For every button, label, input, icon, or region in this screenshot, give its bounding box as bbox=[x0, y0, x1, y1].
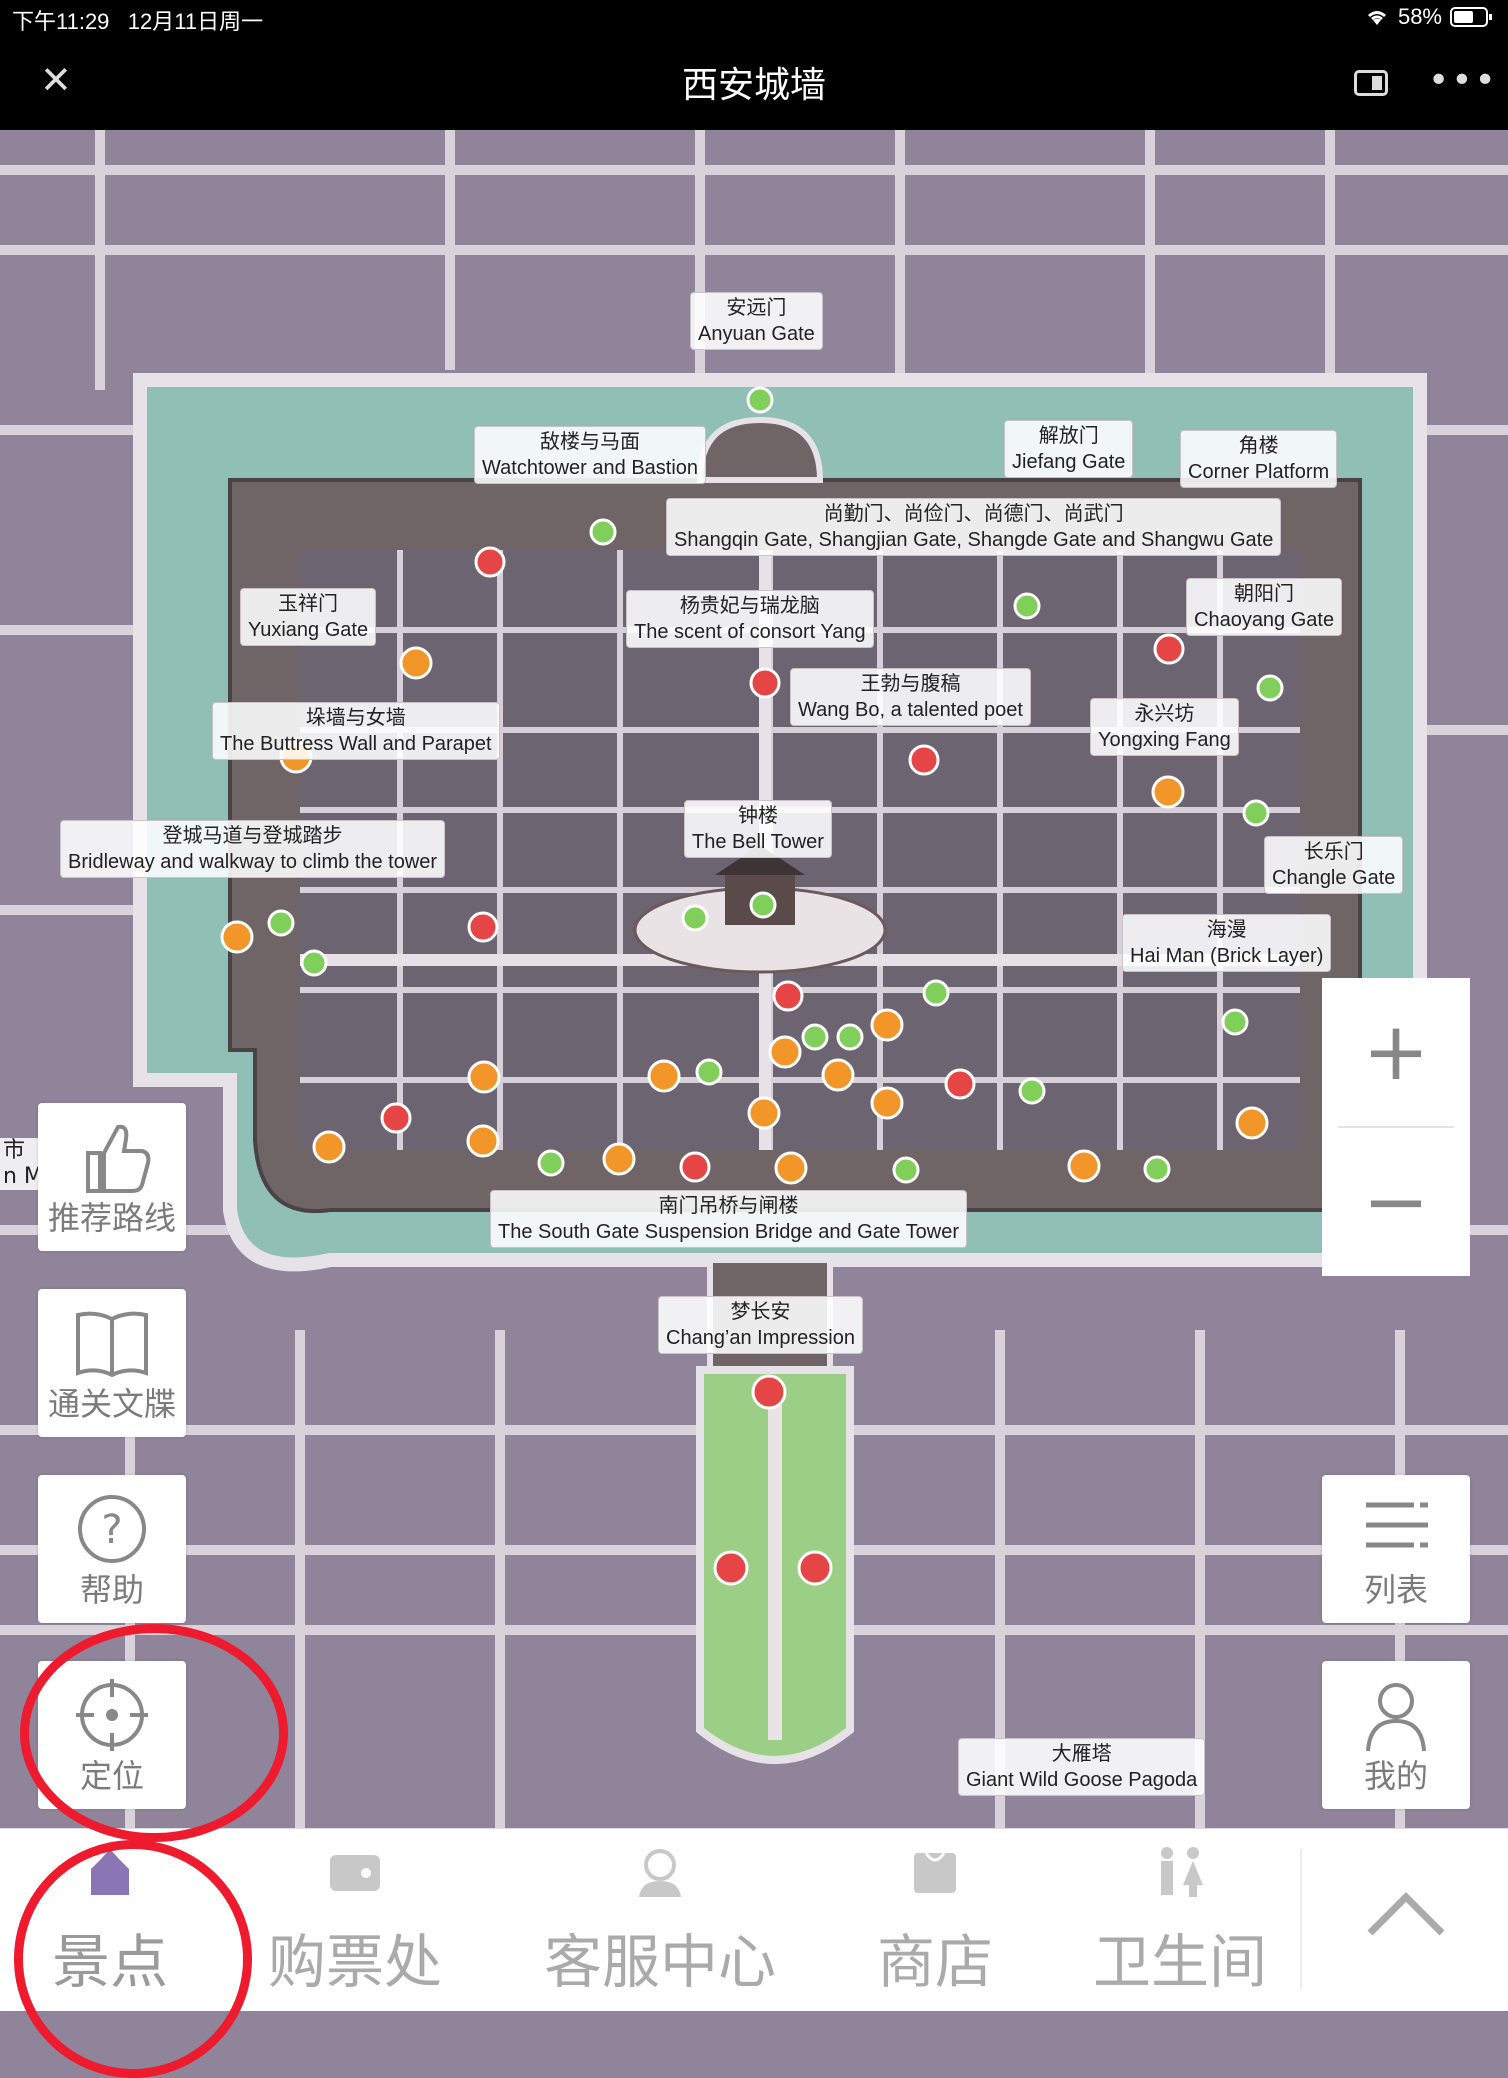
recommended-route-button[interactable]: 推荐路线 bbox=[38, 1103, 186, 1251]
list-label: 列表 bbox=[1363, 1571, 1428, 1609]
status-time: 下午11:29 bbox=[12, 9, 110, 34]
zoom-control: + − bbox=[1322, 978, 1470, 1276]
bottom-tab-bar: 景点 购票处 客服中心 商店 卫生间 bbox=[0, 1828, 1508, 2011]
zoom-divider bbox=[1338, 1126, 1454, 1128]
restroom-icon bbox=[1161, 1847, 1203, 1897]
status-bar: 下午11:29 12月11日周一 58% bbox=[0, 0, 1508, 34]
page-title: 西安城墙 bbox=[681, 65, 826, 106]
chevron-up-icon[interactable] bbox=[1364, 1889, 1448, 1939]
help-label: 帮助 bbox=[79, 1571, 144, 1609]
help-button[interactable]: ? 帮助 bbox=[38, 1475, 186, 1623]
zoom-out-button[interactable]: − bbox=[1362, 1155, 1430, 1248]
battery-percent: 58% bbox=[1397, 4, 1442, 29]
locate-label: 定位 bbox=[79, 1757, 144, 1795]
tab-ticket-office-label: 购票处 bbox=[267, 1928, 442, 1996]
tab-shop[interactable]: 商店 bbox=[850, 1829, 1020, 2011]
zoom-in-button[interactable]: + bbox=[1362, 1005, 1430, 1098]
more-icon[interactable]: ••• bbox=[1428, 60, 1498, 101]
battery-icon bbox=[1450, 7, 1492, 27]
passport-label: 通关文牒 bbox=[47, 1385, 176, 1423]
locate-icon bbox=[76, 1679, 148, 1751]
service-icon bbox=[639, 1849, 681, 1897]
tab-restroom-label: 卫生间 bbox=[1092, 1928, 1267, 1996]
tab-service-center[interactable]: 客服中心 bbox=[520, 1829, 800, 2011]
attraction-icon bbox=[91, 1849, 129, 1895]
tab-attractions[interactable]: 景点 bbox=[0, 1829, 220, 2011]
recommended-route-label: 推荐路线 bbox=[47, 1199, 176, 1237]
list-button[interactable]: 列表 bbox=[1322, 1475, 1470, 1623]
tab-service-center-label: 客服中心 bbox=[543, 1928, 776, 1996]
nav-bar: ✕ 西安城墙 ••• bbox=[0, 34, 1508, 130]
tab-restroom[interactable]: 卫生间 bbox=[1070, 1829, 1290, 2011]
passport-button[interactable]: 通关文牒 bbox=[38, 1289, 186, 1437]
close-icon[interactable]: ✕ bbox=[40, 58, 72, 102]
floating-window-icon[interactable] bbox=[1354, 70, 1388, 96]
locate-button[interactable]: 定位 bbox=[38, 1661, 186, 1809]
shop-icon bbox=[914, 1852, 956, 1893]
tab-ticket-office[interactable]: 购票处 bbox=[240, 1829, 470, 2011]
separator bbox=[1300, 1849, 1302, 1989]
status-date: 12月11日周一 bbox=[127, 9, 264, 34]
book-icon bbox=[76, 1311, 148, 1378]
ticket-icon bbox=[330, 1855, 380, 1891]
user-icon bbox=[1366, 1683, 1426, 1752]
map-illustration[interactable] bbox=[0, 130, 1508, 1828]
tab-attractions-label: 景点 bbox=[51, 1928, 168, 1996]
status-right: 58% bbox=[1364, 4, 1494, 30]
question-icon: ? bbox=[78, 1495, 146, 1563]
wifi-icon bbox=[1367, 11, 1386, 25]
mine-label: 我的 bbox=[1363, 1757, 1428, 1795]
list-icon bbox=[1366, 1502, 1428, 1548]
tab-shop-label: 商店 bbox=[876, 1928, 993, 1996]
status-time-date: 下午11:29 12月11日周一 bbox=[12, 4, 263, 36]
thumbs-up-icon bbox=[86, 1124, 151, 1193]
mine-button[interactable]: 我的 bbox=[1322, 1661, 1470, 1809]
svg-text:?: ? bbox=[101, 1507, 122, 1553]
